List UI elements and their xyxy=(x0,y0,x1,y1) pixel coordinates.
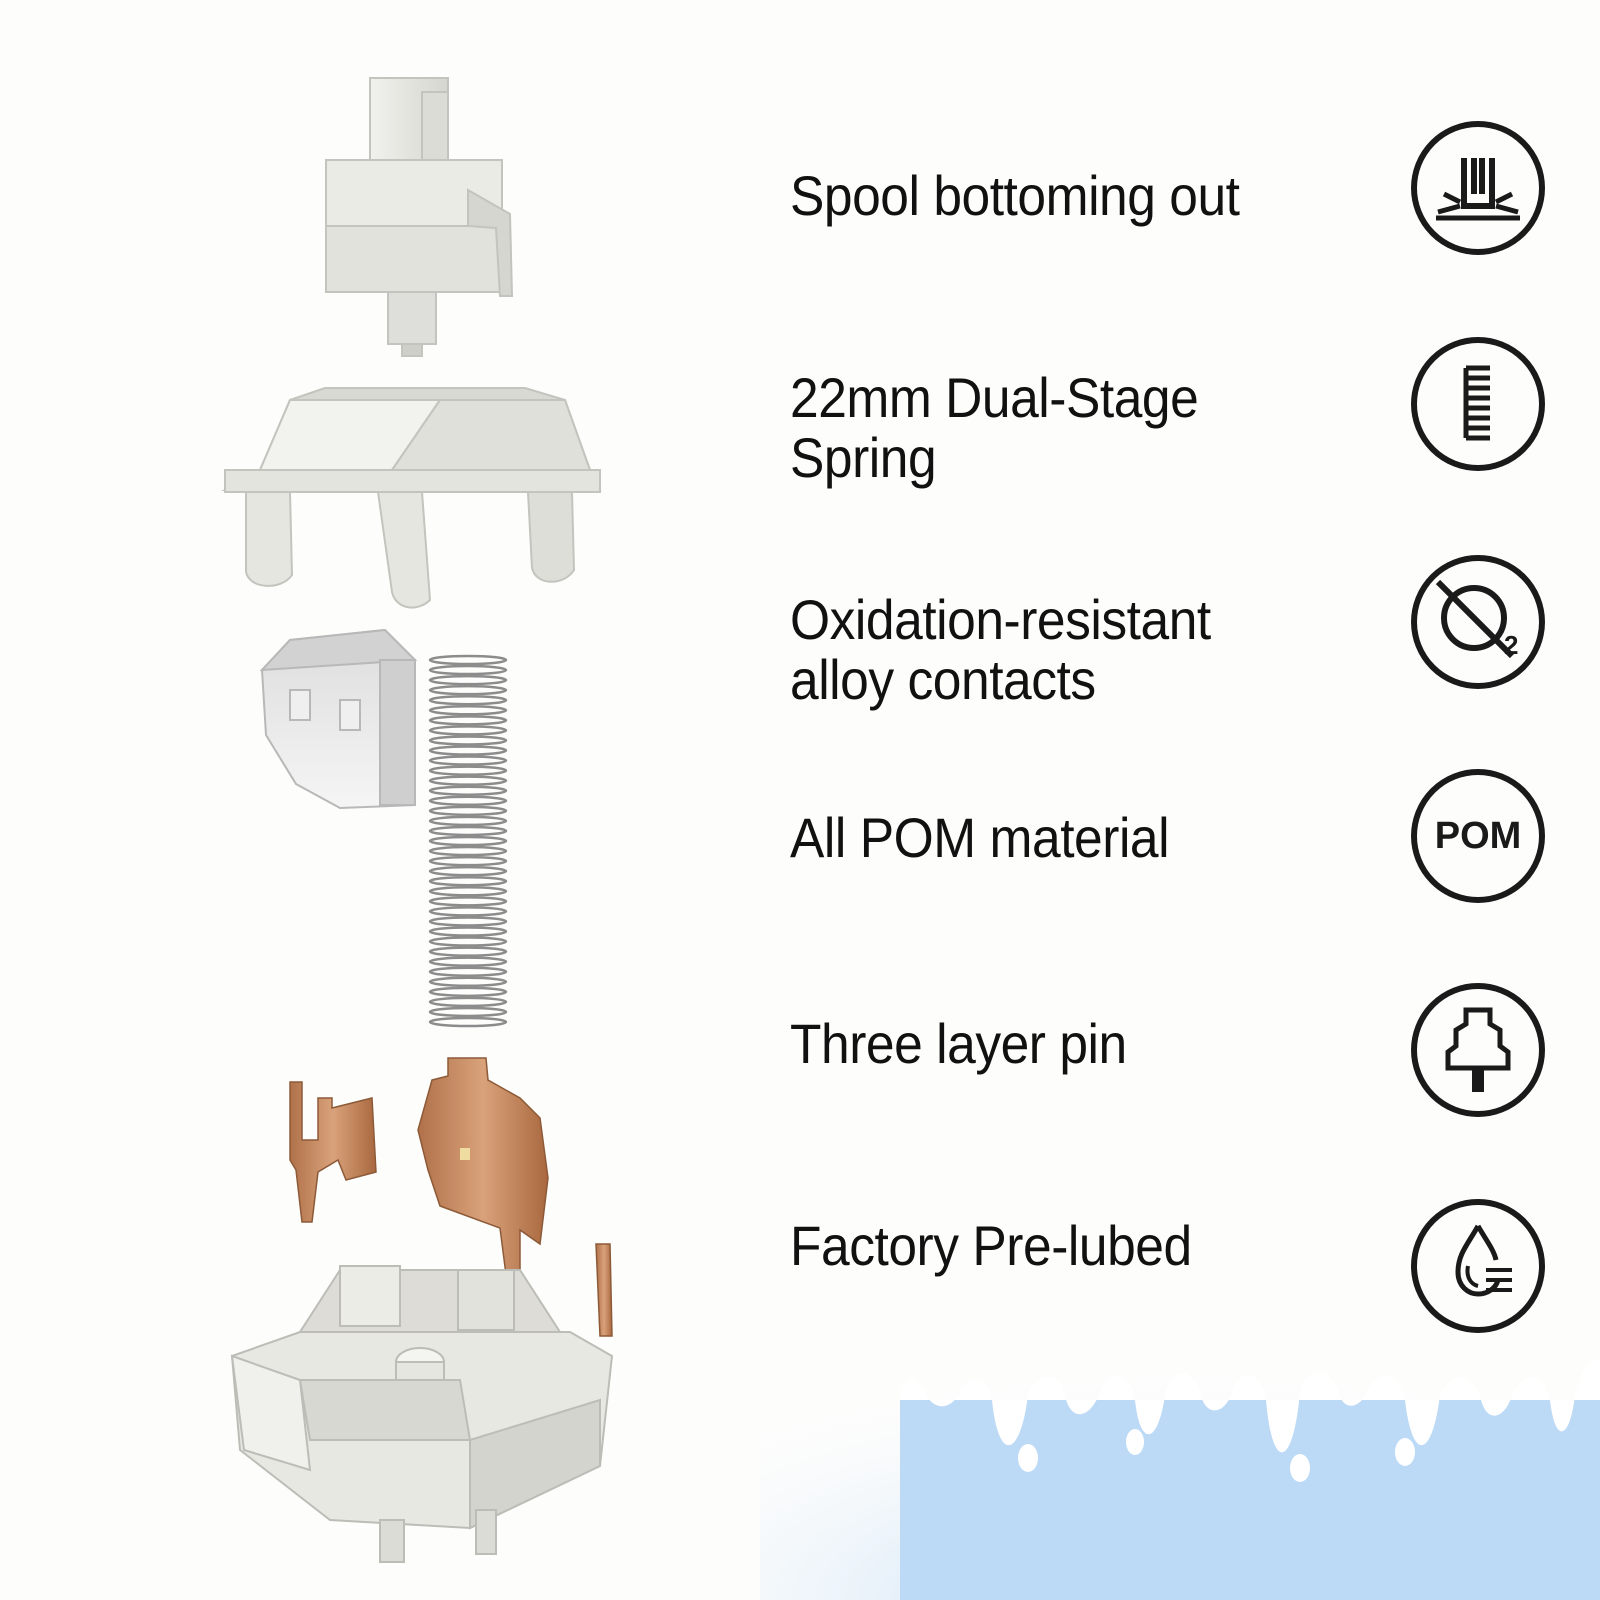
feature-label-pin: Three layer pin xyxy=(790,1012,1127,1075)
feature-label-contacts: Oxidation-resistant alloy contacts xyxy=(790,588,1211,711)
spring-coil xyxy=(428,1006,508,1018)
spring-coil xyxy=(428,654,508,666)
spring-coil xyxy=(428,735,508,746)
spring-coil xyxy=(428,956,508,967)
pin-icon xyxy=(1411,983,1545,1117)
spring-coil xyxy=(428,825,508,837)
spring-coil xyxy=(428,745,508,756)
lube-drop-icon xyxy=(1411,1199,1545,1333)
bottom-housing xyxy=(230,1265,614,1563)
feature-label-spool: Spool bottoming out xyxy=(790,164,1240,227)
spring-coil xyxy=(428,664,508,676)
spring-coil xyxy=(428,715,508,726)
spring-coil xyxy=(428,976,508,988)
spring-coil xyxy=(428,916,508,927)
spring-coil xyxy=(428,936,508,947)
spring-coil xyxy=(428,755,508,766)
spring-coil xyxy=(428,674,508,686)
spring-coil xyxy=(428,785,508,796)
spring-coil xyxy=(428,795,508,807)
spring-coil xyxy=(428,694,508,706)
spring-coil xyxy=(428,906,508,917)
spring-coil xyxy=(428,845,508,857)
spring-coil xyxy=(428,875,508,887)
spring xyxy=(428,654,508,1028)
feature-label-spring: 22mm Dual-Stage Spring xyxy=(790,366,1199,489)
spring-coil xyxy=(428,1016,508,1028)
o2-subscript: 2 xyxy=(1504,630,1518,660)
milk-drip-decoration xyxy=(900,1360,1600,1600)
feature-label-lube: Factory Pre-lubed xyxy=(790,1214,1192,1277)
spring-icon xyxy=(1411,337,1545,471)
top-housing xyxy=(221,387,602,609)
spring-coil xyxy=(428,705,508,716)
spring-coil xyxy=(428,966,508,977)
spring-coil xyxy=(428,725,508,736)
copper-contacts xyxy=(289,1057,613,1337)
spring-coil xyxy=(428,835,508,847)
pom-icon: POM xyxy=(1411,769,1545,903)
spring-coil xyxy=(428,865,508,877)
spring-coil xyxy=(428,896,508,907)
spring-coil xyxy=(428,855,508,867)
spring-coil xyxy=(428,684,508,696)
spring-coil xyxy=(428,996,508,1008)
spring-coil xyxy=(428,926,508,937)
spool-bottoming-icon xyxy=(1411,121,1545,255)
spring-coil xyxy=(428,886,508,897)
spring-coil xyxy=(428,805,508,817)
spring-coil xyxy=(428,775,508,786)
no-oxygen-icon: 2 xyxy=(1411,555,1545,689)
switch-stem xyxy=(325,77,514,357)
spring-coil xyxy=(428,815,508,827)
clear-top-piece xyxy=(259,628,418,810)
pom-badge-text: POM xyxy=(1435,815,1522,857)
feature-label-pom: All POM material xyxy=(790,806,1170,869)
spring-coil xyxy=(428,986,508,998)
spring-coil xyxy=(428,765,508,776)
spring-coil xyxy=(428,946,508,957)
